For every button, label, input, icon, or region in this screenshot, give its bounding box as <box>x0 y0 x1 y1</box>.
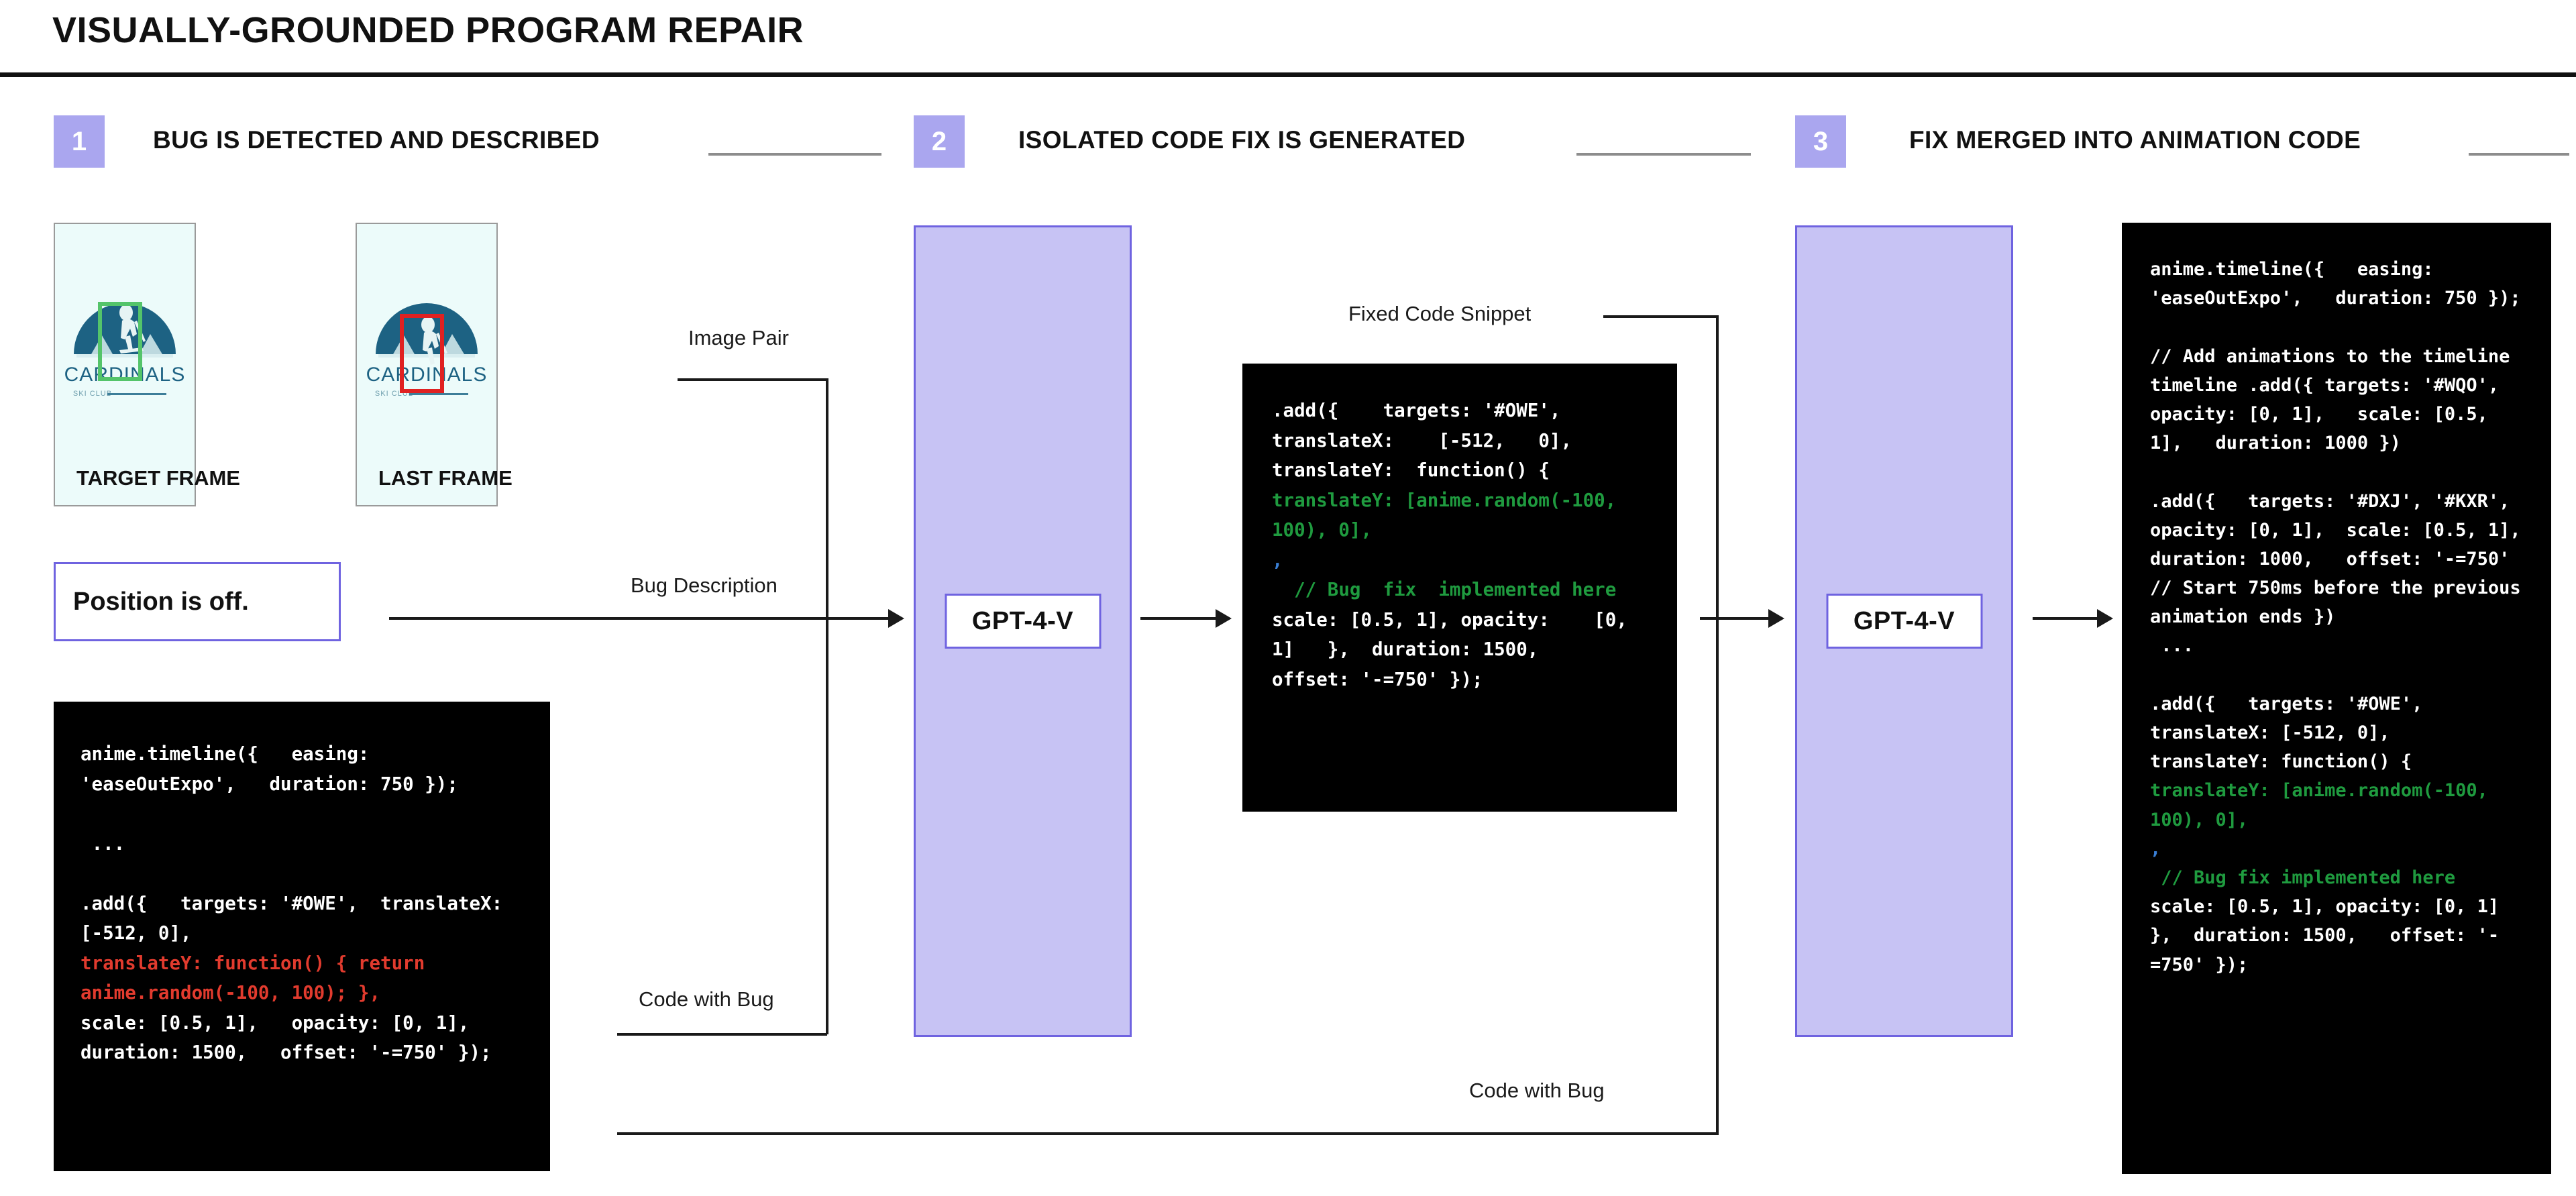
last-frame-card: CARDINALS SKI CLUB LAST FRAME <box>356 223 513 506</box>
last-frame-logo: CARDINALS SKI CLUB <box>357 275 496 443</box>
target-frame-card: CARDINALS SKI CLUB TARGET FRAME <box>54 223 240 506</box>
connector-code-bug-left-h <box>617 1033 827 1036</box>
step-title-1: BUG IS DETECTED AND DESCRIBED <box>153 126 600 154</box>
connector-image-pair-v <box>826 378 828 618</box>
edge-label-bug-description: Bug Description <box>631 574 777 597</box>
buggy-code-text: anime.timeline({ easing: 'easeOutExpo', … <box>80 743 503 1064</box>
arrow-into-model3 <box>1768 609 1784 628</box>
model-column-step3: GPT-4-V <box>1795 225 2013 1037</box>
step-title-2: ISOLATED CODE FIX IS GENERATED <box>1018 126 1466 154</box>
last-frame-bounding-box <box>400 314 444 393</box>
page-title: VISUALLY-GROUNDED PROGRAM REPAIR <box>52 10 804 50</box>
step-badge-2: 2 <box>914 115 965 168</box>
svg-text:CARDINALS: CARDINALS <box>366 364 487 386</box>
step-badge-3: 3 <box>1795 115 1846 168</box>
title-divider <box>0 72 2576 77</box>
edge-label-image-pair: Image Pair <box>688 326 789 349</box>
edge-label-code-with-bug-left: Code with Bug <box>639 987 774 1011</box>
connector-merge-bus-h <box>617 1132 1719 1135</box>
buggy-code-block: anime.timeline({ easing: 'easeOutExpo', … <box>54 702 550 1171</box>
step-title-3: FIX MERGED INTO ANIMATION CODE <box>1909 126 2361 154</box>
edge-label-code-with-bug-right: Code with Bug <box>1469 1079 1605 1102</box>
target-frame-caption: TARGET FRAME <box>76 466 240 490</box>
connector-fixed-snippet-v <box>1716 315 1719 1135</box>
step-rule-2 <box>1576 153 1751 156</box>
bug-description-box: Position is off. <box>54 562 341 641</box>
target-frame-bounding-box <box>98 302 142 381</box>
arrow-model2-to-snippet <box>1216 609 1232 628</box>
target-frame-logo: CARDINALS SKI CLUB <box>55 275 195 443</box>
connector-to-model3 <box>1700 617 1770 620</box>
connector-model3-to-merged <box>2033 617 2100 620</box>
step-rule-3 <box>2469 153 2569 156</box>
merged-code-text: anime.timeline({ easing: 'easeOutExpo', … <box>2150 259 2521 975</box>
arrow-model3-to-merged <box>2097 609 2113 628</box>
connector-model2-to-snippet <box>1140 617 1220 620</box>
last-frame-caption: LAST FRAME <box>378 466 513 490</box>
connector-code-bug-left-v <box>826 617 828 1034</box>
connector-fixed-snippet-h <box>1603 315 1719 318</box>
fixed-code-snippet-block: .add({ targets: '#OWE', translateX: [-51… <box>1242 364 1677 812</box>
edge-label-fixed-code-snippet: Fixed Code Snippet <box>1348 302 1532 325</box>
model-chip-step2: GPT-4-V <box>945 594 1101 649</box>
arrow-into-model2 <box>888 609 904 628</box>
step-rule-1 <box>708 153 881 156</box>
bug-description-text: Position is off. <box>73 587 249 616</box>
svg-text:CARDINALS: CARDINALS <box>64 364 185 386</box>
merged-code-block: anime.timeline({ easing: 'easeOutExpo', … <box>2122 223 2551 1174</box>
connector-bug-description-h <box>389 617 888 620</box>
step-badge-1: 1 <box>54 115 105 168</box>
model-chip-step3: GPT-4-V <box>1826 594 1982 649</box>
svg-text:SKI CLUB: SKI CLUB <box>73 390 112 398</box>
fixed-code-snippet-text: .add({ targets: '#OWE', translateX: [-51… <box>1272 400 1627 690</box>
connector-image-pair-h <box>678 378 828 381</box>
model-column-step2: GPT-4-V <box>914 225 1132 1037</box>
